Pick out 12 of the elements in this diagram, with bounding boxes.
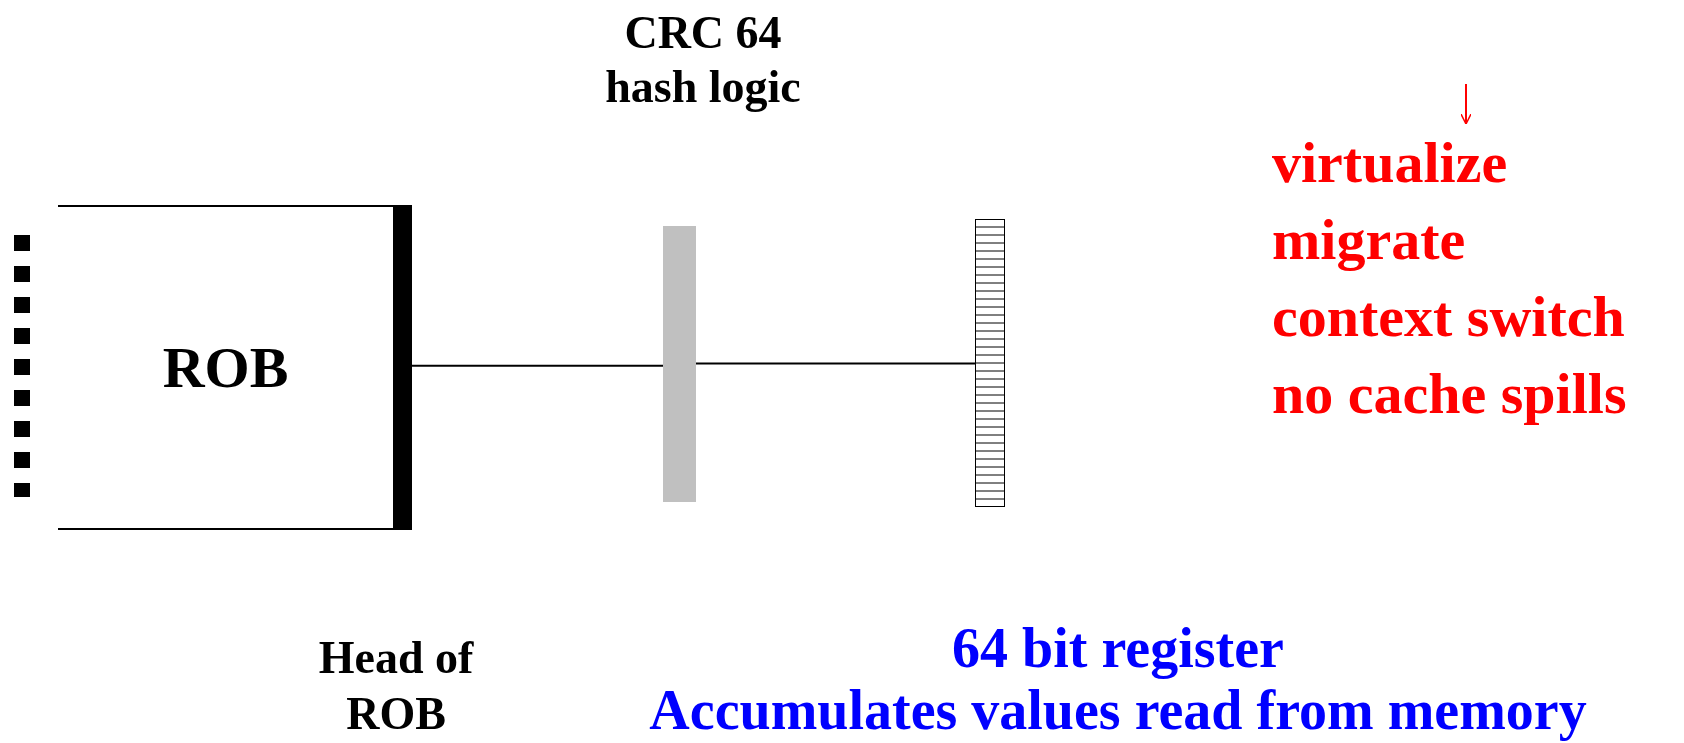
caption-text: 64 bit register [952, 618, 1284, 678]
block-label: ROB [162, 336, 289, 399]
note-text: no cache spills [1272, 360, 1627, 428]
caption-text: CRC 64 hash logic [604, 6, 802, 114]
caption-text: Head of ROB [317, 631, 475, 741]
connector-line [411, 364, 664, 367]
caption-text: Accumulates values read from memory [649, 680, 1587, 740]
note-text: context switch [1272, 283, 1625, 351]
note-text: virtualize [1272, 129, 1508, 197]
note-text: migrate [1272, 206, 1466, 274]
arrow [1460, 83, 1472, 125]
connector-line [695, 362, 976, 365]
